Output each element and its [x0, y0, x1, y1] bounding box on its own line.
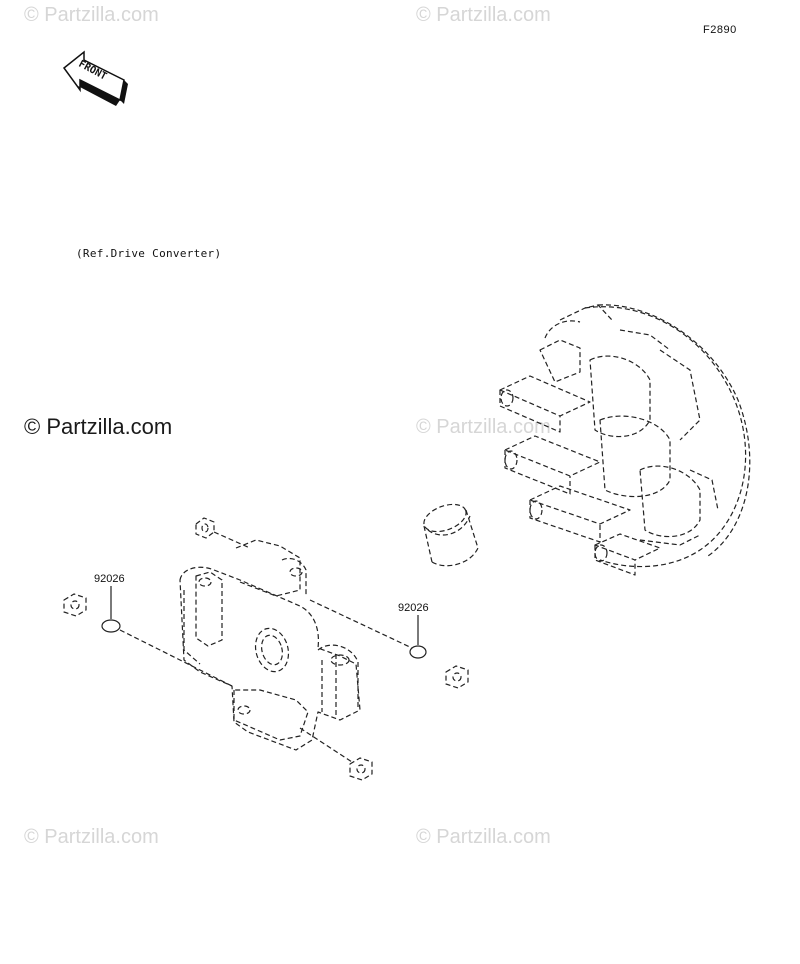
guide-line-right — [309, 599, 413, 649]
drive-converter-reference — [499, 304, 751, 576]
nut-right — [445, 665, 469, 689]
reference-note: (Ref.Drive Converter) — [76, 247, 222, 260]
nut-top — [195, 517, 215, 539]
guide-line-left — [119, 629, 233, 687]
figure-code: F2890 — [703, 24, 737, 36]
watermark-faded-bottom-right: © Partzilla.com — [416, 826, 551, 848]
nut-left — [63, 593, 87, 617]
o-ring-right — [409, 645, 427, 659]
callout-part-number-right[interactable]: 92026 — [398, 602, 429, 614]
watermark-faded-top-left: © Partzilla.com — [24, 4, 159, 26]
watermark-faded-middle-right: © Partzilla.com — [416, 416, 551, 438]
nut-bottom — [349, 757, 373, 781]
callout-part-number-left[interactable]: 92026 — [94, 573, 125, 585]
watermark-main: © Partzilla.com — [24, 414, 173, 439]
guide-line-bottom — [299, 727, 353, 763]
spider-bracket — [179, 539, 361, 751]
guide-line-top — [213, 531, 251, 549]
watermark-faded-top-right: © Partzilla.com — [416, 4, 551, 26]
watermark-faded-bottom-left: © Partzilla.com — [24, 826, 159, 848]
front-arrow-icon: FRONT — [62, 50, 128, 106]
o-ring-left — [101, 619, 121, 633]
collar-sleeve — [423, 503, 479, 567]
